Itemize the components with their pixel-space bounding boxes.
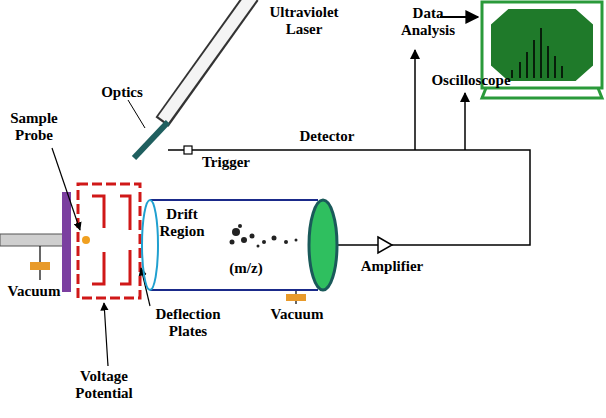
plates-label: Deflection Plates <box>146 306 230 340</box>
voltage-label: Voltage Potential <box>62 368 146 402</box>
leader-line <box>128 100 145 128</box>
signal-wire <box>168 150 530 245</box>
probe-flange <box>62 192 71 292</box>
data-arrow <box>414 50 416 150</box>
detector-label: Detector <box>294 128 360 145</box>
mass-label: (m/z) <box>218 260 274 277</box>
trigger-label: Trigger <box>196 154 256 171</box>
leader-line <box>52 148 80 230</box>
sample-spot <box>82 236 90 244</box>
optics-mirror <box>134 122 168 158</box>
amplifier-label: Amplifier <box>354 258 430 275</box>
vacuum-label: Vacuum <box>4 283 64 300</box>
detector-disk <box>309 200 337 290</box>
sample-probe-rod <box>0 234 64 246</box>
leader-line <box>104 303 108 366</box>
trigger-symbol <box>184 146 192 154</box>
leader-line <box>141 268 150 306</box>
probe-label: Sample Probe <box>2 110 66 144</box>
scope-arrow <box>464 93 466 150</box>
data-label: Data Analysis <box>396 5 460 39</box>
region-label: Drift Region <box>154 206 210 240</box>
vacuum-label: Vacuum <box>266 306 328 323</box>
vacuum-valve <box>30 246 50 280</box>
vacuum-valve <box>286 290 306 304</box>
drift-tube: Drift Region (m/z) <box>140 196 326 294</box>
laser-tube <box>162 0 252 122</box>
detector-wire <box>337 244 378 246</box>
laser-label: Ultraviolet Laser <box>262 4 346 38</box>
scope-label: Oscilloscope <box>424 72 518 89</box>
ion-source <box>78 184 140 298</box>
amplifier-symbol <box>378 237 392 253</box>
monitor-arrow <box>440 16 478 18</box>
optics-label: Optics <box>92 84 152 101</box>
